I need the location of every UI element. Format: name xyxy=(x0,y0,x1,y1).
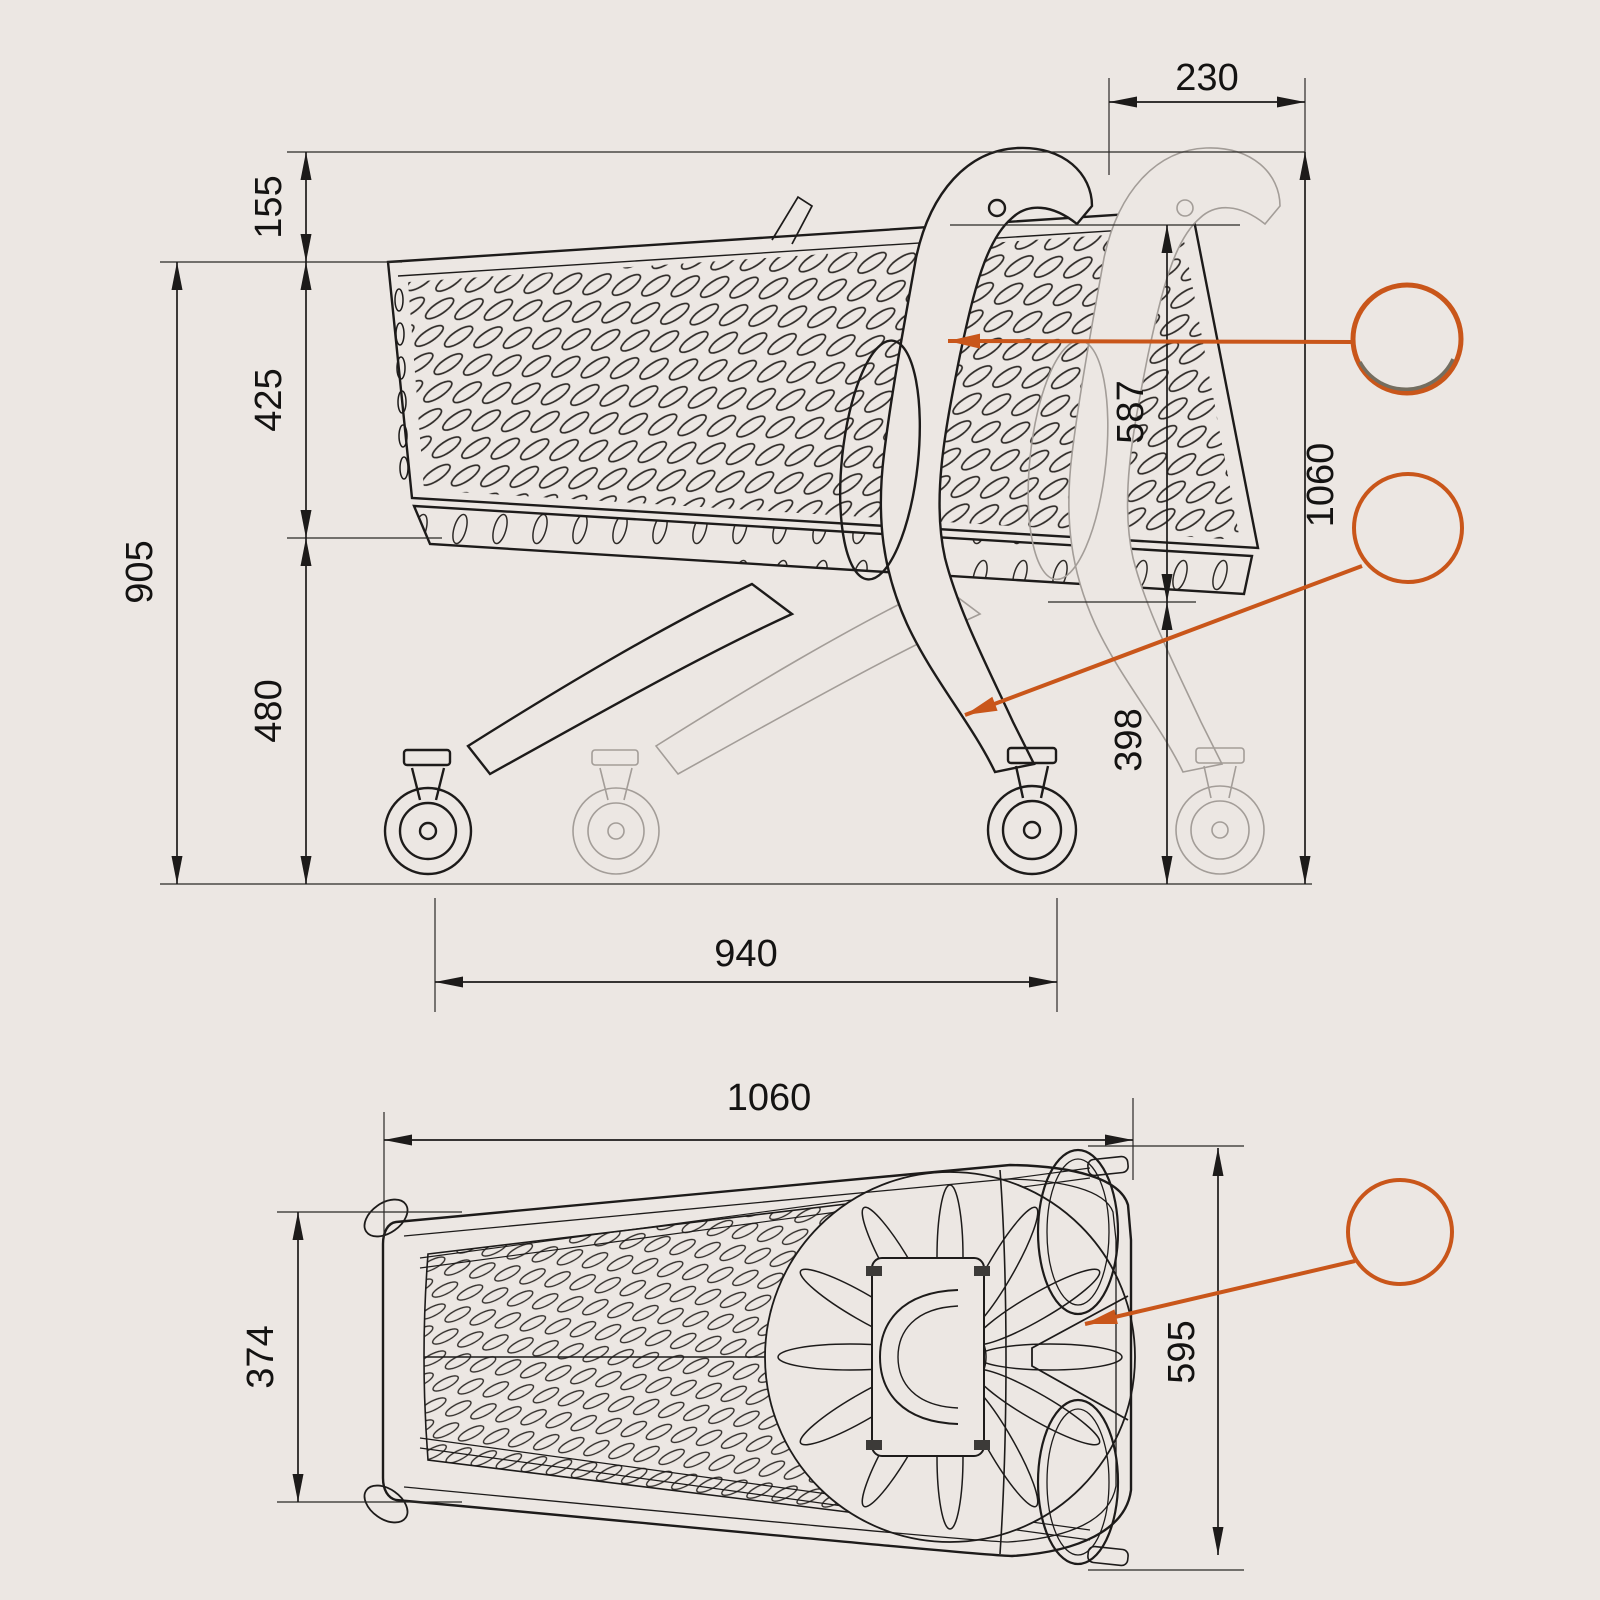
dimension-overall-height: 1060 xyxy=(1299,152,1342,884)
callout-circle-handle-panel xyxy=(1346,1178,1454,1286)
callout-arrow-chassis-leg xyxy=(964,564,1363,717)
dim-label-905: 905 xyxy=(119,540,161,603)
callout-arrow-handle-panel xyxy=(1084,1259,1356,1326)
front-bumper-bottom xyxy=(363,1484,409,1524)
handle-end-frame xyxy=(999,1148,1129,1566)
rear-bumper-bottom xyxy=(1087,1545,1129,1567)
chassis-rails xyxy=(419,1167,1091,1541)
basket-side xyxy=(386,195,1260,596)
dimension-handle-above-rim: 155 xyxy=(248,152,312,262)
dim-label-155: 155 xyxy=(248,175,290,238)
dim-label-425: 425 xyxy=(248,368,290,431)
top-view-drawing xyxy=(363,1148,1136,1567)
callout-circle-shading xyxy=(1358,358,1455,392)
extension-lines xyxy=(160,78,1312,1571)
callout-arrow-basket-support xyxy=(947,333,1354,349)
dimension-rear-rim-height: 587 xyxy=(1110,225,1173,602)
dim-label-940: 940 xyxy=(714,933,777,975)
dimension-handle-end-width: 595 xyxy=(1161,1148,1224,1555)
dimension-wheelbase: 940 xyxy=(435,933,1057,988)
handle-center-panel xyxy=(1031,1295,1129,1421)
dim-label-480: 480 xyxy=(248,679,290,742)
dimension-handle-depth: 230 xyxy=(1109,57,1305,108)
basket-mesh xyxy=(408,230,1240,540)
seat-latch xyxy=(771,195,814,245)
callouts xyxy=(947,282,1464,1326)
callout-circle-chassis-leg xyxy=(1352,472,1464,584)
basket-skirt xyxy=(412,504,1254,596)
front-wall-slots xyxy=(394,288,409,480)
dim-label-1060-height: 1060 xyxy=(1300,443,1342,528)
dimensions: 230 155 425 480 905 587 398 1060 xyxy=(119,57,1342,1555)
dim-label-398: 398 xyxy=(1108,708,1150,771)
dimension-rim-to-floor: 905 xyxy=(119,262,183,884)
side-view-drawing xyxy=(384,147,1281,875)
dim-label-1060-length: 1060 xyxy=(727,1077,812,1119)
dim-label-595: 595 xyxy=(1161,1320,1203,1383)
dim-label-374: 374 xyxy=(240,1325,282,1388)
seat-flap xyxy=(866,1257,990,1457)
dimension-basket-depth: 425 xyxy=(248,262,312,538)
rear-bumper-top xyxy=(1087,1155,1129,1177)
dimension-under-basket: 480 xyxy=(248,538,312,884)
dim-label-230: 230 xyxy=(1175,57,1238,99)
dimension-frame-height: 398 xyxy=(1108,602,1173,884)
front-bumper-top xyxy=(363,1198,409,1238)
dimension-overall-length: 1060 xyxy=(384,1077,1133,1146)
dimension-front-width: 374 xyxy=(240,1212,304,1502)
dim-label-587: 587 xyxy=(1110,380,1152,443)
callout-circle-basket-support xyxy=(1350,282,1464,396)
